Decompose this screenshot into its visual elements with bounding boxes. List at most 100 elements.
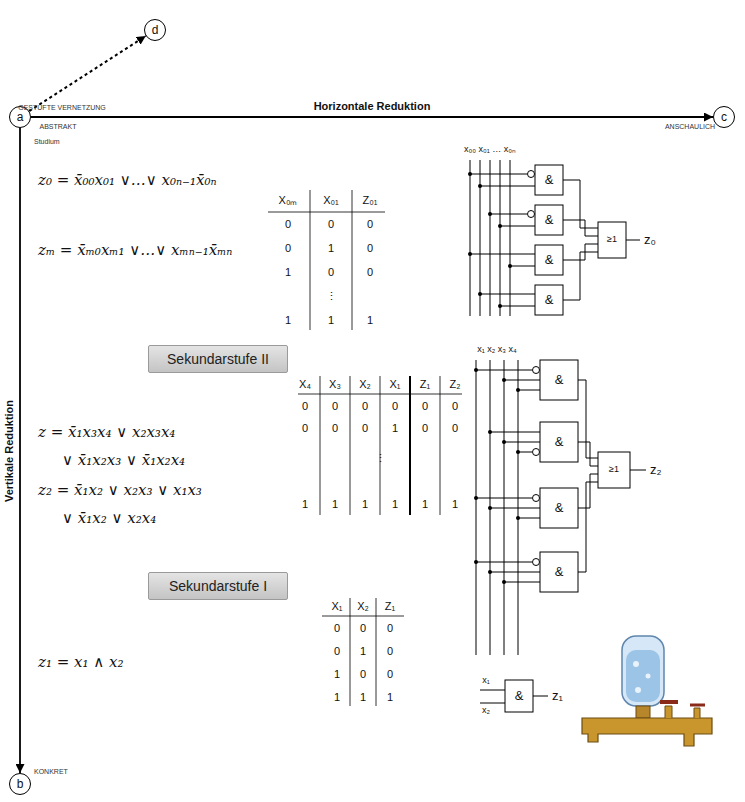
table-cell: 0 [360, 668, 366, 680]
truth-table-grid [310, 190, 311, 330]
table-cell: 1 [452, 498, 458, 510]
logic-circuit-top [508, 264, 512, 268]
axis-note: GESTUFTE VERNETZUNG [18, 104, 106, 112]
axis-note: ANSCHAULICH [665, 123, 715, 131]
table-cell: 0 [332, 400, 338, 412]
table-cell: 0 [452, 400, 458, 412]
diagonal-dotted-arrow [29, 36, 146, 111]
truth-table-grid [380, 376, 381, 515]
logic-circuit-middle [540, 552, 578, 592]
point-letter: c [721, 111, 727, 123]
table-cell: 0 [360, 622, 366, 634]
table-cell: 0 [362, 422, 368, 434]
faucet-illustration [690, 704, 705, 707]
table-cell: 1 [392, 422, 398, 434]
level-band: Sekundarstufe II [148, 345, 288, 373]
truth-table-grid [352, 190, 353, 330]
and-gate-symbol: & [545, 173, 554, 187]
and-gate-symbol: & [545, 213, 554, 227]
logic-circuit-top [488, 212, 492, 216]
faucet-illustration [694, 708, 700, 718]
table-header: X₃ [329, 378, 341, 390]
table-header: Z₂ [450, 378, 461, 390]
faucet-illustration [635, 687, 641, 693]
table-cell: 0 [334, 645, 340, 657]
logic-circuit-middle [488, 506, 492, 510]
faucet-illustration [660, 700, 678, 704]
boolean-formula: ∨ x̄₁x₂ ∨ x₂x₄ [62, 510, 156, 527]
logic-circuit-middle [474, 560, 478, 564]
truth-table-grid [376, 598, 377, 706]
and-gate-symbol: & [545, 293, 554, 307]
faucet-illustration [636, 706, 650, 718]
logic-gate-bottom [480, 680, 548, 712]
input-names: x₁ x₂ x₃ x₄ [477, 345, 516, 355]
boolean-formula: z = x̄₁x₃x₄ ∨ x₂x₃x₄ [38, 424, 175, 441]
logic-circuit-middle [474, 368, 478, 372]
logic-circuit-top [598, 222, 626, 258]
level-note: KONKRET [34, 768, 68, 776]
logic-circuit-middle [502, 378, 506, 382]
point-letter: a [17, 111, 24, 123]
input-name: x₂ [482, 706, 490, 716]
table-cell: 0 [387, 622, 393, 634]
table-cell: 0 [362, 400, 368, 412]
table-header: X₀ₘ [279, 194, 298, 206]
logic-circuit-middle [516, 516, 520, 520]
point-letter: b [17, 778, 24, 790]
table-cell: 0 [452, 422, 458, 434]
faucet-illustration [665, 706, 672, 718]
and-gate-symbol: & [555, 373, 564, 387]
axis-point: d [144, 19, 166, 41]
logic-circuit-middle [533, 367, 540, 374]
axis-label: Vertikale Reduktion [3, 397, 15, 503]
logic-circuit-middle [502, 580, 506, 584]
axis-point: c [713, 106, 735, 128]
logic-circuit-middle [488, 570, 492, 574]
logic-circuit-top [535, 205, 563, 235]
axis-point: b [9, 773, 31, 795]
logic-circuit-middle [476, 370, 540, 582]
level-title: Sekundarstufe II [167, 351, 269, 367]
table-cell: 0 [367, 218, 373, 230]
logic-circuit-top [478, 184, 482, 188]
level-band: Sekundarstufe I [148, 572, 288, 600]
table-cell: 1 [360, 691, 366, 703]
truth-table-grid [350, 598, 351, 706]
truth-table-grid [440, 376, 441, 515]
level-note: Studium [34, 138, 60, 146]
logic-circuit-middle [540, 488, 578, 528]
faucet-illustration [633, 661, 639, 667]
logic-circuit-top [528, 211, 535, 218]
table-cell: 0 [332, 422, 338, 434]
table-cell: 0 [422, 400, 428, 412]
level-title: Sekundarstufe I [169, 578, 267, 594]
table-header: Z₁ [420, 378, 430, 390]
logic-circuit-top [563, 180, 598, 300]
table-cell: 1 [422, 498, 428, 510]
truth-table-grid [350, 376, 351, 515]
output-name: z₀ [644, 233, 656, 247]
table-cell: 0 [422, 422, 428, 434]
logic-circuit-middle [502, 440, 506, 444]
point-letter: d [152, 24, 159, 36]
table-cell: 1 [285, 266, 291, 278]
logic-circuit-top [535, 285, 563, 315]
truth-table-grid [320, 376, 321, 515]
boolean-formula: ∨ x̄₁x₂x₃ ∨ x̄₁x₂x₄ [62, 452, 185, 469]
truth-table-grid [268, 212, 385, 213]
and-gate-symbol: & [555, 565, 564, 579]
and-gate-symbol: & [545, 253, 554, 267]
table-cell: 0 [334, 622, 340, 634]
logic-circuit-top [470, 174, 535, 306]
table-cell: 0 [328, 266, 334, 278]
table-cell: 1 [360, 645, 366, 657]
logic-circuit-top [478, 292, 482, 296]
logic-circuit-middle [598, 452, 630, 488]
and-gate-symbol: & [555, 501, 564, 515]
boolean-formula: z₁ = x₁ ∧ x₂ [38, 654, 123, 671]
horizontal-axis-arrow [31, 116, 713, 118]
logic-circuit-top [498, 224, 502, 228]
